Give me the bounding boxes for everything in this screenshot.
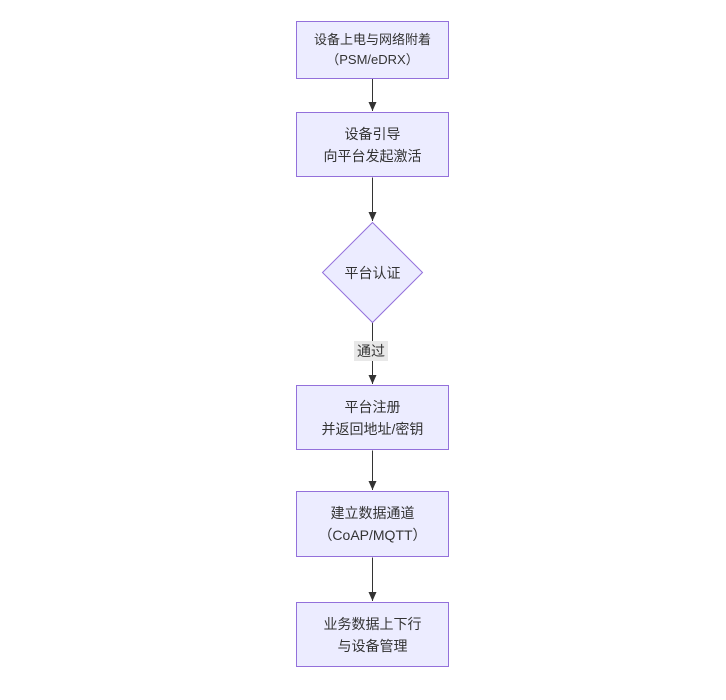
node-text-line: 业务数据上下行 <box>323 615 422 632</box>
node-text-line: 平台认证 <box>344 264 401 281</box>
node-text-line: （CoAP/MQTT） <box>318 527 427 543</box>
node-bootstrap: 设备引导 向平台发起激活 <box>296 112 449 177</box>
node-text-line: 设备上电与网络附着 <box>313 32 431 47</box>
node-data-channel: 建立数据通道 （CoAP/MQTT） <box>296 491 449 557</box>
node-text-line: 建立数据通道 <box>330 505 415 521</box>
edge-label-auth-pass: 通过 <box>354 341 388 361</box>
node-text-line: （PSM/eDRX） <box>326 52 419 67</box>
node-text-line: 与设备管理 <box>337 637 408 654</box>
node-text-line: 设备引导 <box>344 125 401 142</box>
node-register: 平台注册 并返回地址/密钥 <box>296 385 449 450</box>
node-text-line: 向平台发起激活 <box>323 147 422 164</box>
node-text-line: 并返回地址/密钥 <box>321 420 424 437</box>
node-business-data: 业务数据上下行 与设备管理 <box>296 602 449 667</box>
diamond-platform-auth <box>321 221 424 324</box>
node-power-attach: 设备上电与网络附着 （PSM/eDRX） <box>296 21 449 79</box>
node-text-line: 平台注册 <box>344 398 401 415</box>
node-platform-auth: 平台认证 <box>322 222 423 323</box>
